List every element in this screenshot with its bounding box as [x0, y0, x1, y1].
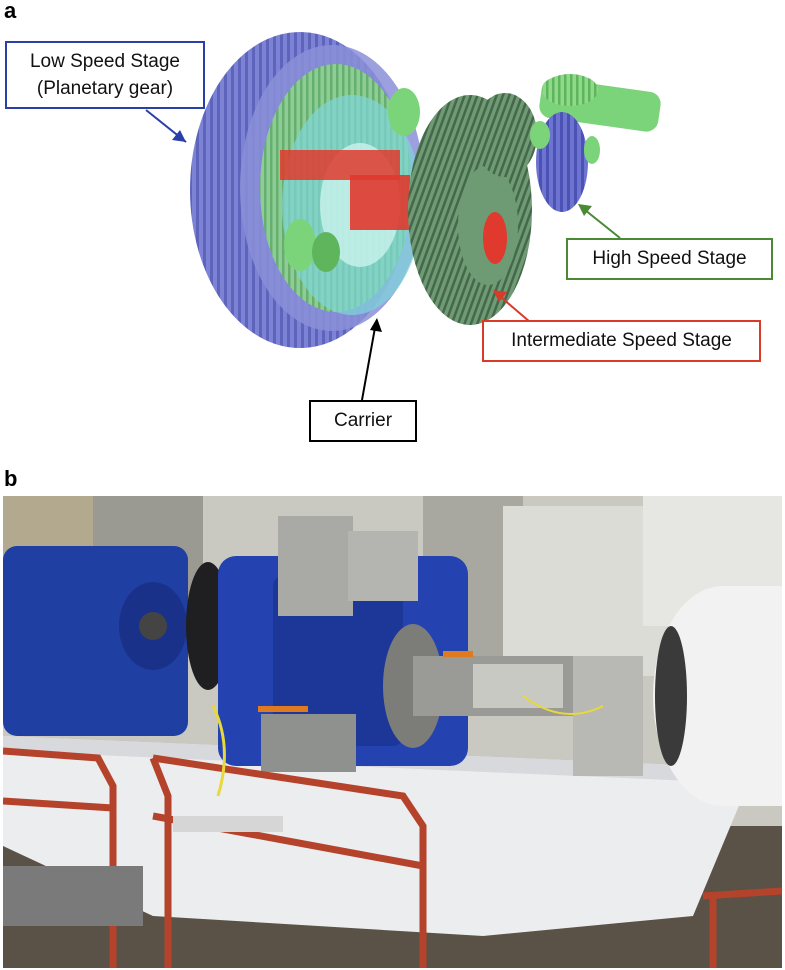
arrow-carrier — [361, 318, 382, 401]
high-speed-stage-label: High Speed Stage — [566, 238, 773, 280]
low-speed-stage-label: Low Speed Stage (Planetary gear) — [5, 41, 205, 109]
low-speed-stage-line2: (Planetary gear) — [36, 78, 174, 99]
high-speed-gears — [530, 74, 661, 212]
test-rig-photo — [3, 496, 782, 968]
arrow-high-speed — [578, 204, 621, 239]
carrier-label: Carrier — [309, 400, 417, 442]
arrow-low-speed — [145, 109, 187, 143]
gearbox-exploded-diagram — [145, 32, 661, 401]
panel-a-letter: a — [4, 0, 17, 23]
arrow-intermediate — [493, 290, 531, 323]
panel-b-letter: b — [4, 466, 18, 491]
carrier-body — [280, 88, 422, 315]
low-speed-stage-line1: Low Speed Stage — [29, 51, 180, 72]
intermediate-speed-stage-label: Intermediate Speed Stage — [482, 320, 761, 362]
intermediate-gear — [408, 93, 537, 325]
